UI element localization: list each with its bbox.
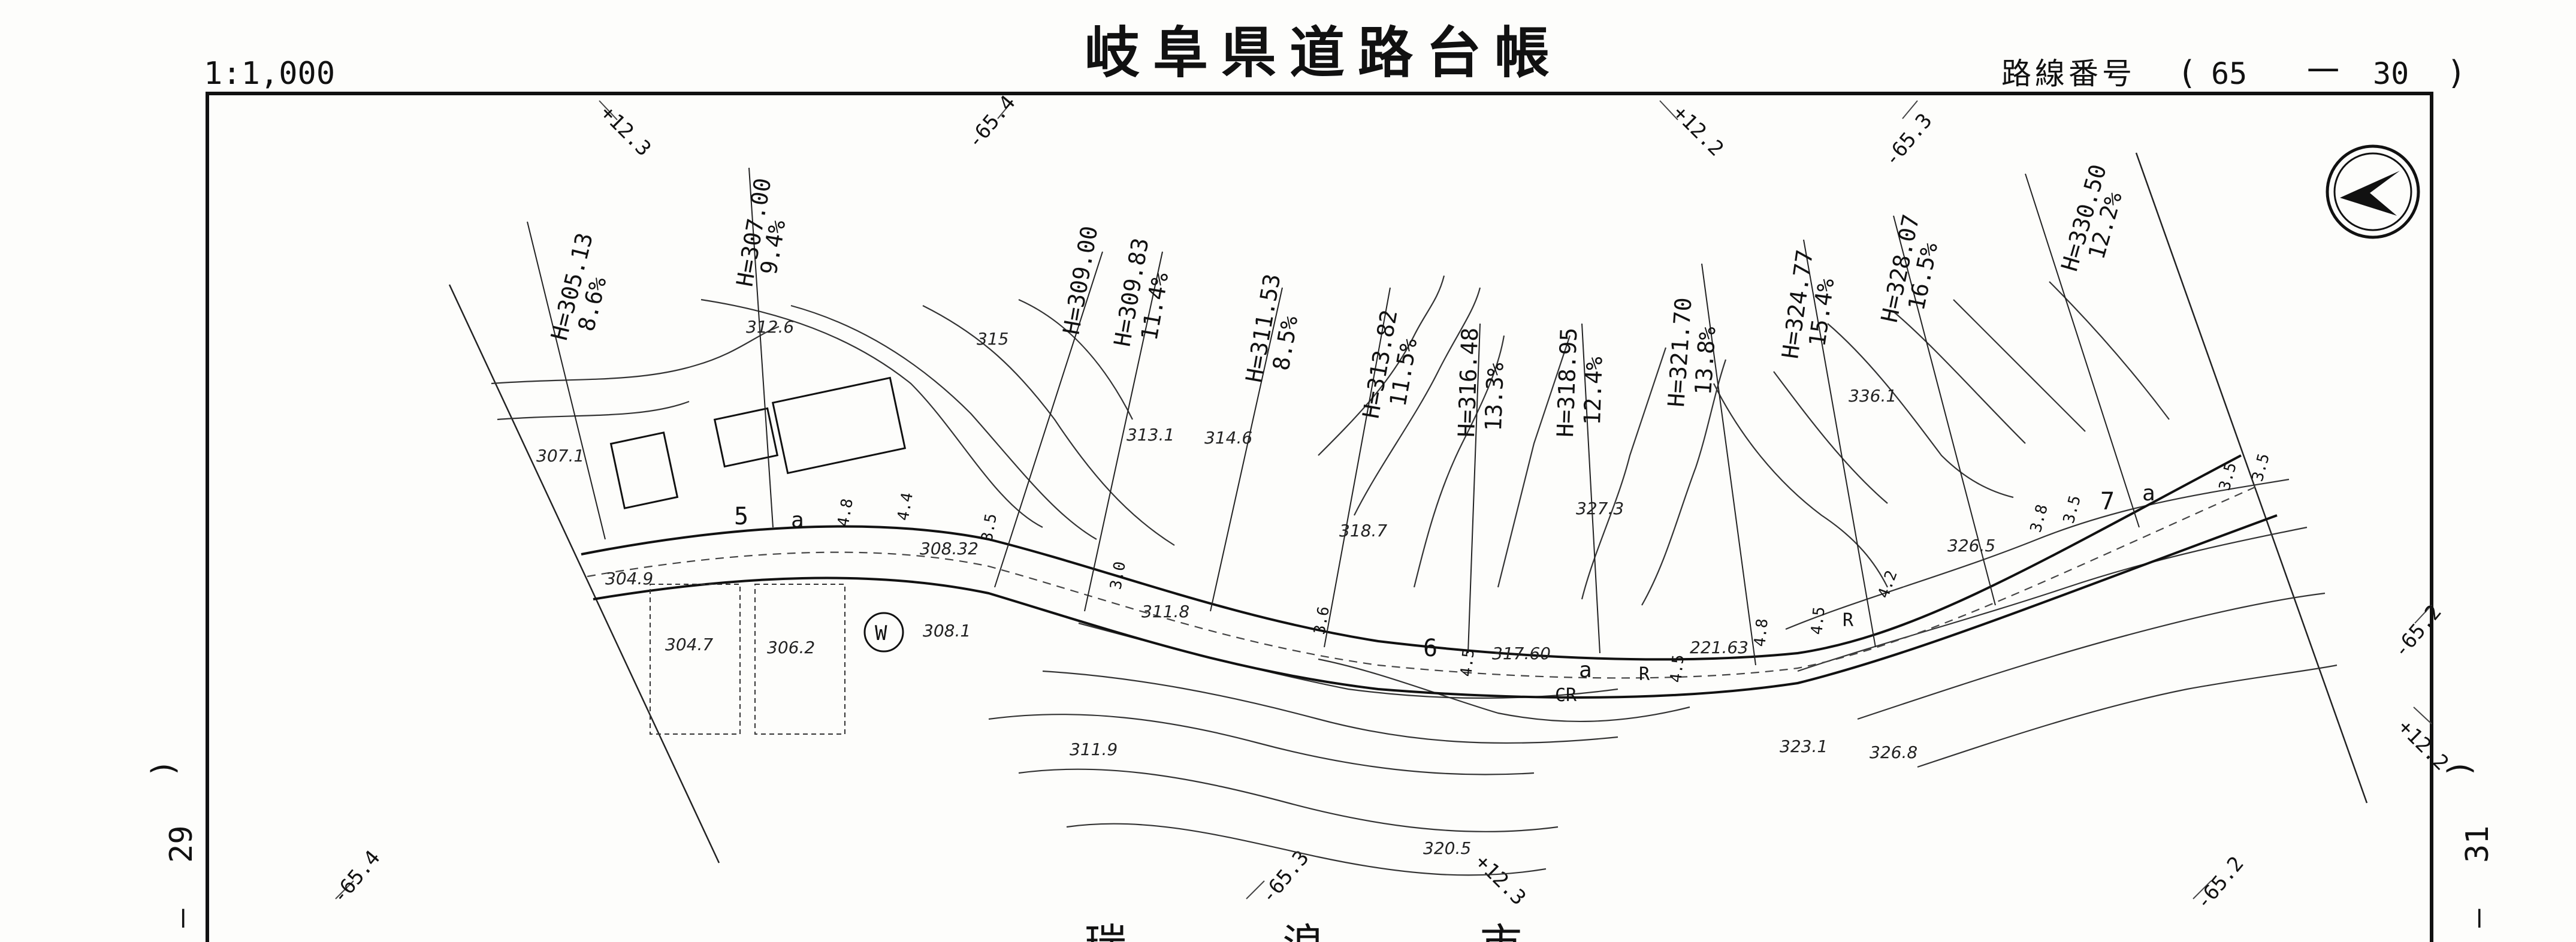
- section-h-3: H=309.00: [1058, 224, 1103, 337]
- spot-height: 323.1: [1780, 736, 1828, 756]
- spot-height: 304.7: [665, 635, 713, 654]
- spot-height: 336.1: [1849, 386, 1896, 406]
- station-marker: 5: [734, 503, 748, 530]
- spot-height: 314.6: [1204, 428, 1252, 448]
- left-sheet-number: 29: [164, 825, 200, 863]
- north-arrow-icon: [2326, 144, 2420, 239]
- spot-height: 308.32: [920, 539, 979, 558]
- spot-height: 320.5: [1423, 838, 1471, 858]
- well-label: W: [875, 621, 887, 645]
- road-symbol: a: [1579, 658, 1592, 683]
- spot-height: 311.9: [1070, 739, 1118, 759]
- r-label: R: [1843, 610, 1854, 631]
- grid-label-right-1: -65.2: [2388, 600, 2446, 663]
- spot-height: 311.8: [1141, 602, 1189, 621]
- grid-label-bottom-1: -65.4: [327, 846, 385, 908]
- road-width: 3.5: [2249, 452, 2273, 484]
- right-sheet-dash: —: [2460, 908, 2496, 928]
- buildings: [609, 376, 907, 735]
- grid-label-bottom-2: -65.3: [1256, 846, 1313, 908]
- contour-lines: [491, 275, 2338, 876]
- section-gradient-9: 13.8%: [1690, 325, 1721, 395]
- municipality-label: 瑞 浪 市: [1085, 920, 1546, 942]
- grid-label-top-3: +12.2: [1668, 101, 1729, 161]
- road-width: 4.2: [1874, 568, 1901, 600]
- spot-height: 313.1: [1127, 425, 1174, 445]
- grid-label-bottom-3: +12.3: [1470, 850, 1531, 910]
- left-sheet-paren: ): [146, 759, 182, 778]
- route-number-a: 65: [2211, 56, 2247, 91]
- road-width: 3.8: [2027, 503, 2052, 535]
- spot-height: 304.9: [605, 569, 653, 588]
- road-width: 4.5: [1667, 654, 1688, 684]
- right-sheet-paren: ): [2442, 759, 2478, 778]
- spot-height: 312.6: [746, 317, 794, 337]
- grid-label-top-4: -65.3: [1879, 109, 1937, 171]
- route-number-b: 30: [2373, 56, 2409, 91]
- road-width: 4.8: [834, 497, 857, 528]
- spot-height: 318.7: [1339, 521, 1387, 541]
- road-width: 3.5: [978, 512, 1001, 543]
- road-width: 3.5: [2060, 494, 2085, 526]
- section-gradient-7: 13.3%: [1480, 362, 1509, 431]
- road-edges: [581, 454, 2278, 699]
- grid-ticks: [335, 100, 2432, 899]
- map-title: 岐阜県道路台帳: [1085, 21, 1563, 85]
- left-sheet-dash: —: [164, 908, 200, 928]
- scale-label: 1:1,000: [204, 56, 335, 92]
- spot-height: 306.2: [767, 638, 815, 657]
- map-frame: [206, 92, 2433, 942]
- spot-height: 307.1: [536, 446, 584, 466]
- road-width: 4.5: [1457, 648, 1478, 678]
- spot-height: 221.63: [1690, 638, 1748, 657]
- road-width: 4.5: [1808, 606, 1829, 636]
- road-symbol: a: [2142, 481, 2155, 506]
- road-annotations: 5 6 7 a a a 4.8 4.4 3.5 3.0 3.6 4.5 4.5 …: [734, 452, 2273, 706]
- r-label: R: [1639, 664, 1650, 685]
- spot-height: 308.1: [923, 621, 971, 641]
- route-number-dash: 一: [2307, 53, 2339, 90]
- road-symbol: a: [791, 508, 804, 533]
- station-marker: 6: [1423, 635, 1438, 662]
- section-lines: [527, 167, 2140, 666]
- spot-height: 317.60: [1492, 644, 1551, 663]
- road-width: 4.8: [1751, 618, 1772, 648]
- section-h-7: H=316.48: [1453, 327, 1483, 437]
- route-paren-close: ): [2450, 54, 2462, 92]
- right-sheet-number: 31: [2460, 825, 2496, 863]
- station-marker: 7: [2100, 488, 2115, 515]
- road-width: 4.4: [894, 491, 917, 522]
- spot-height: 327.3: [1576, 499, 1624, 518]
- grid-label-top-1: +12.3: [596, 101, 656, 161]
- plan-strip-boundary: [448, 152, 2368, 864]
- road-width: 3.0: [1107, 560, 1130, 591]
- grid-label-bottom-4: -65.2: [2191, 852, 2248, 914]
- spot-height: 315: [977, 329, 1008, 349]
- grid-label-top-2: -65.4: [962, 91, 1020, 153]
- route-number-label: 路線番号: [2001, 56, 2136, 91]
- spot-height: 326.8: [1870, 742, 1917, 762]
- spot-heights: 312.6 315 307.1 313.1 314.6 318.7 327.3 …: [536, 317, 1995, 858]
- spot-height: 326.5: [1947, 536, 1995, 555]
- section-gradient-8: 12.4%: [1579, 356, 1608, 425]
- grid-label-right-2: +12.2: [2393, 715, 2454, 775]
- section-h-8: H=318.95: [1552, 327, 1582, 437]
- route-paren-open: (: [2181, 54, 2194, 92]
- cr-label: CR: [1555, 685, 1577, 706]
